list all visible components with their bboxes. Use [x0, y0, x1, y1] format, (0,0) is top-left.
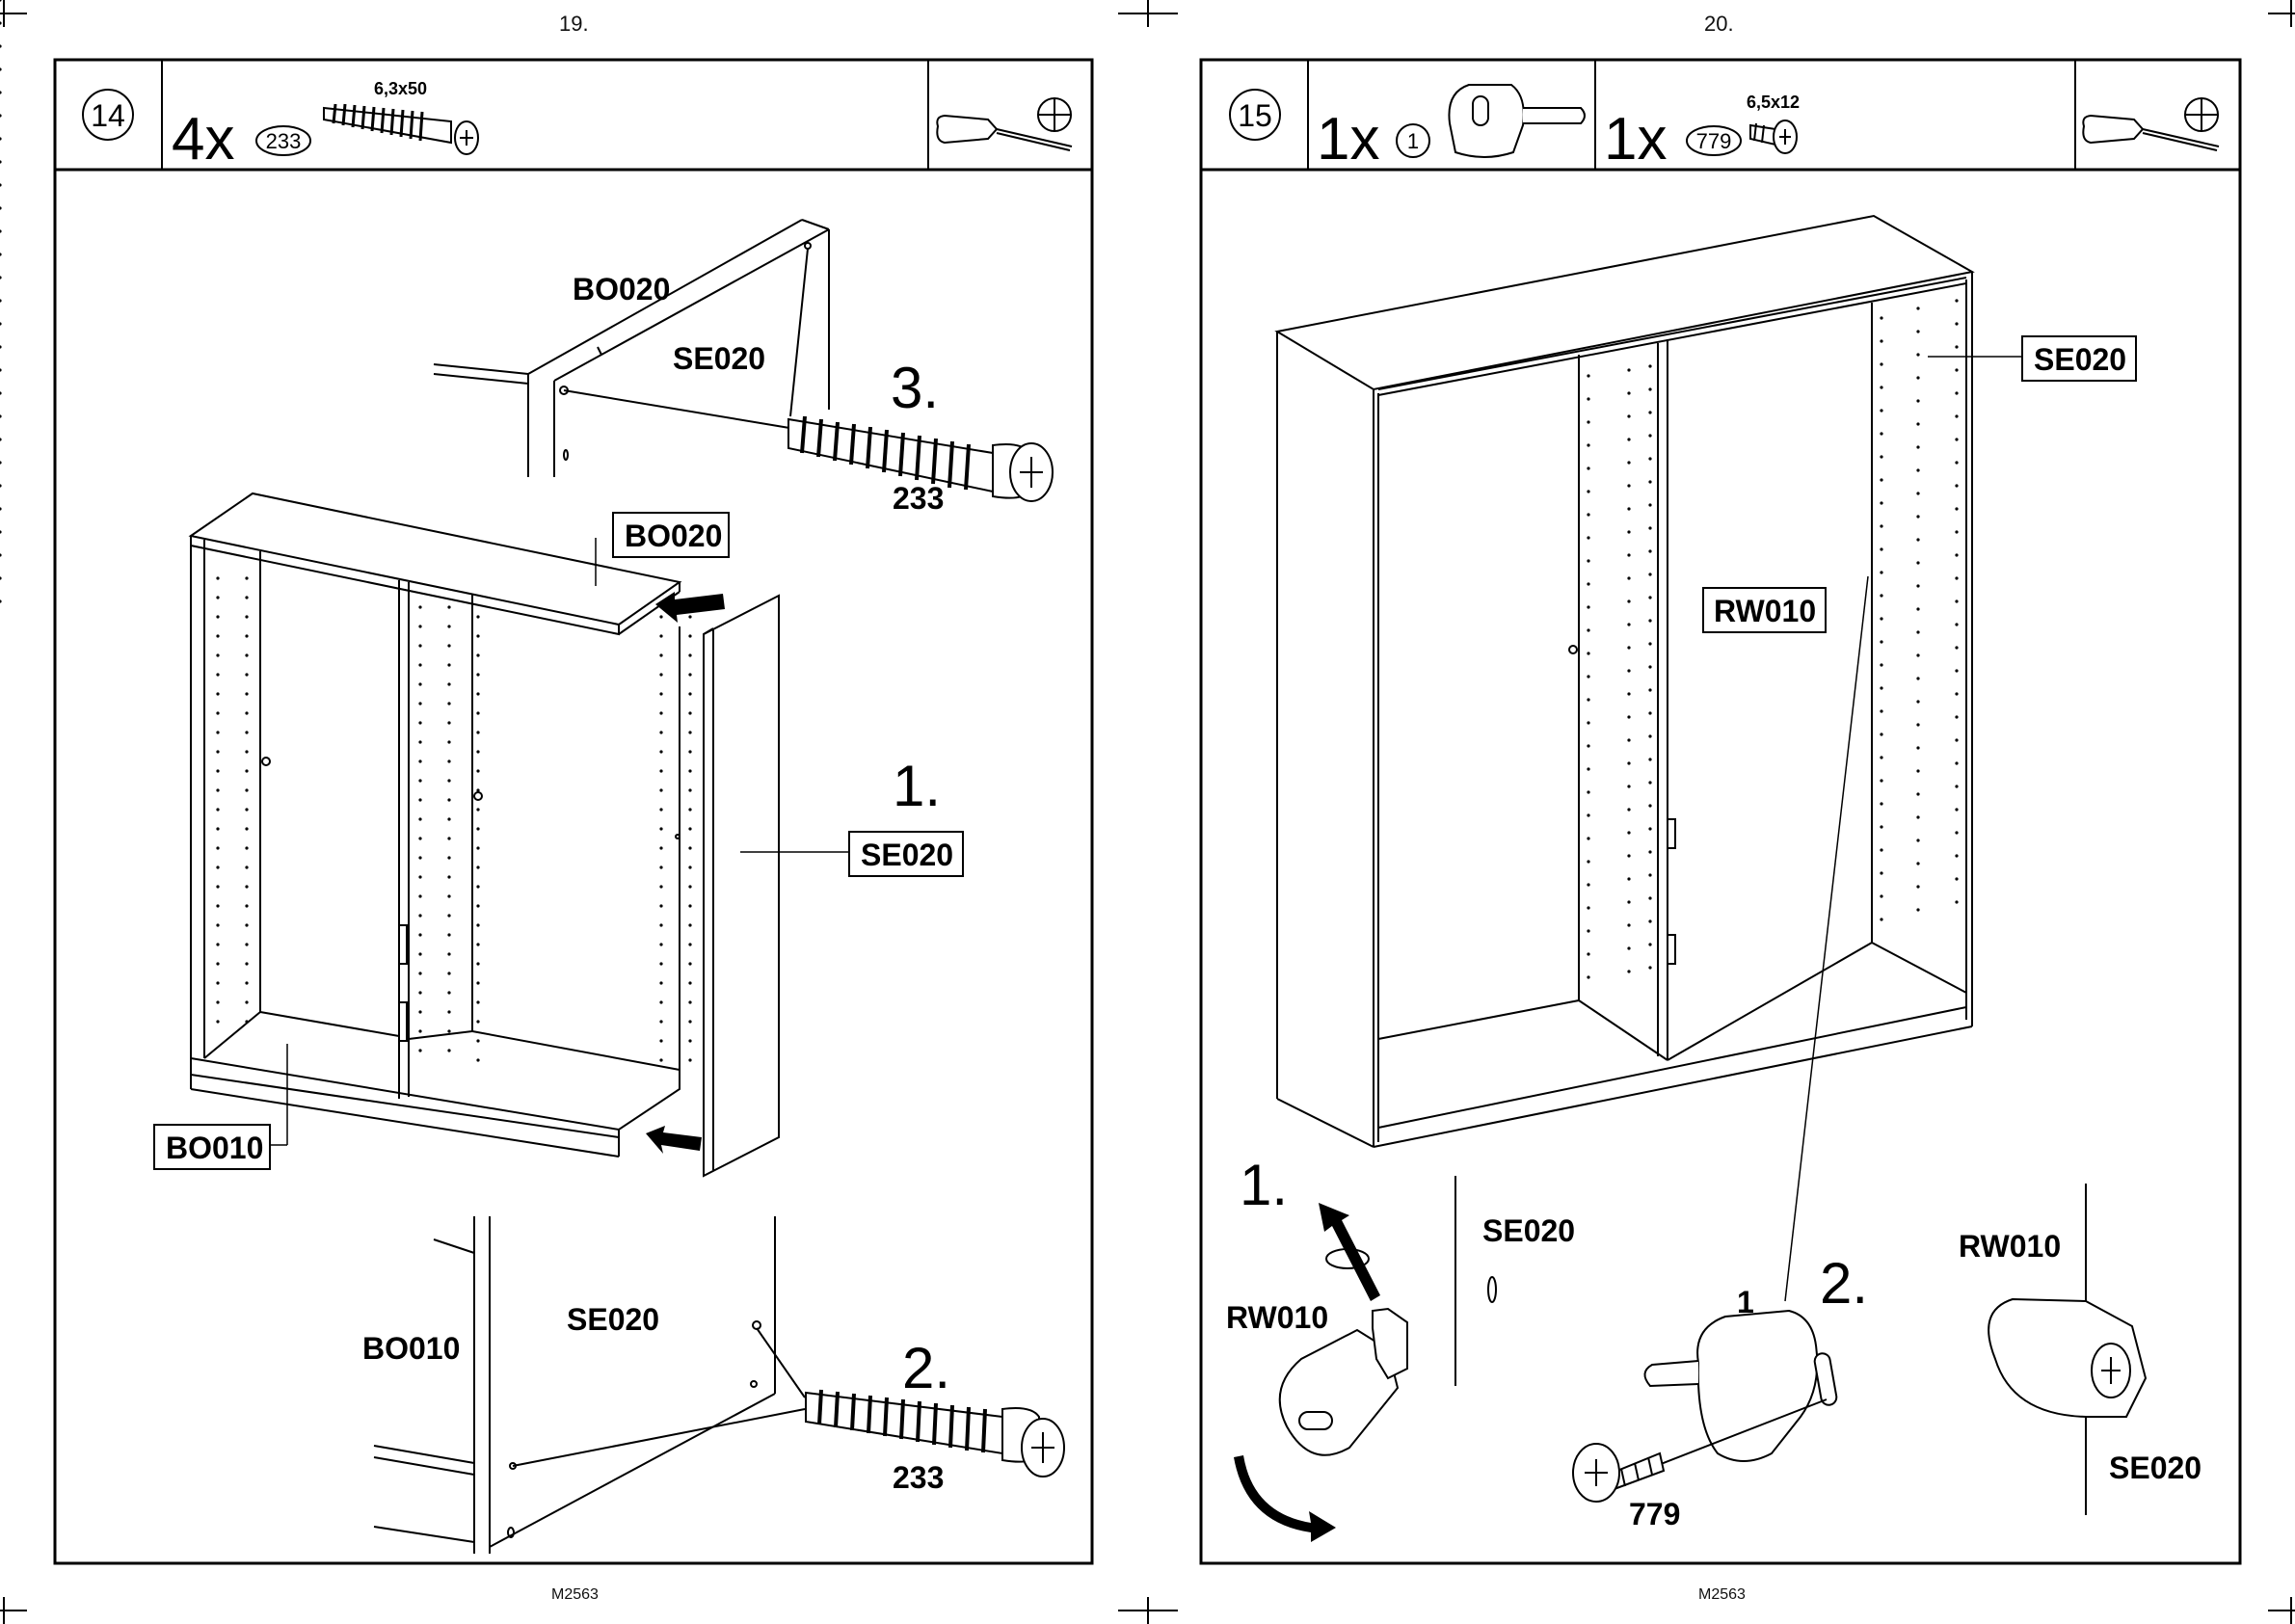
label-rw010-left: RW010	[1226, 1300, 1328, 1335]
label-bo020-box: BO020	[625, 519, 722, 553]
phillips-icon	[1038, 98, 1071, 131]
step-3-number: 3.	[891, 356, 939, 420]
detail-top-corner	[434, 220, 829, 477]
label-bo010-box: BO010	[166, 1131, 263, 1165]
dowel-screw-icon	[324, 104, 478, 154]
step-number: 14	[91, 98, 125, 133]
part-size: 6,3x50	[374, 79, 427, 98]
label-screw-233-bottom: 233	[893, 1460, 944, 1495]
label-bo010-detail: BO010	[362, 1331, 460, 1366]
detail-bottom-corner	[374, 1216, 805, 1554]
wardrobe-cabinet	[1277, 216, 1972, 1147]
arrow-up-icon	[1319, 1203, 1380, 1301]
hinge-bracket-icon	[1449, 85, 1585, 157]
screwdriver-icon	[937, 116, 1072, 150]
arrow-bottom-icon	[646, 1126, 702, 1154]
phillips-icon	[2185, 98, 2218, 131]
rotate-arrow-icon	[1234, 1455, 1336, 1542]
step-2-number: 2.	[902, 1336, 950, 1400]
label-se020-top: SE020	[673, 341, 765, 376]
label-se020-right: SE020	[2109, 1451, 2202, 1485]
screw-779-icon	[1750, 120, 1797, 153]
screwdriver-icon	[2083, 116, 2219, 150]
part-quantity: 1x	[1317, 106, 1379, 173]
step-1-number: 1.	[893, 754, 941, 818]
label-rw010-box: RW010	[1714, 594, 1816, 628]
step-1-number: 1.	[1240, 1153, 1288, 1217]
hinge-bracket-part-1	[1644, 1311, 1837, 1461]
label-bo020-top: BO020	[573, 272, 670, 306]
label-screw-233-top: 233	[893, 481, 944, 516]
label-se020-mid: SE020	[1482, 1213, 1575, 1248]
part-size: 6,5x12	[1747, 93, 1800, 112]
label-rw010-right: RW010	[1959, 1229, 2061, 1264]
wall-line	[1455, 1176, 1496, 1386]
label-se020-detail: SE020	[567, 1302, 659, 1337]
label-se020-box: SE020	[2034, 342, 2126, 377]
label-screw-779: 779	[1629, 1497, 1680, 1531]
cabinet-assembly	[191, 493, 680, 1157]
part-id: 233	[266, 129, 302, 153]
part-quantity: 1x	[1604, 106, 1667, 173]
part-quantity: 4x	[172, 106, 234, 173]
shelf-pin-holes	[216, 576, 691, 1061]
part-id: 1	[1407, 129, 1419, 153]
step-2-number: 2.	[1820, 1251, 1868, 1316]
callout-lines	[1785, 357, 2022, 1301]
part-id: 779	[1696, 129, 1732, 153]
label-se020-box: SE020	[861, 838, 953, 872]
step-number: 15	[1238, 98, 1272, 133]
screw-779	[1573, 1399, 1827, 1502]
